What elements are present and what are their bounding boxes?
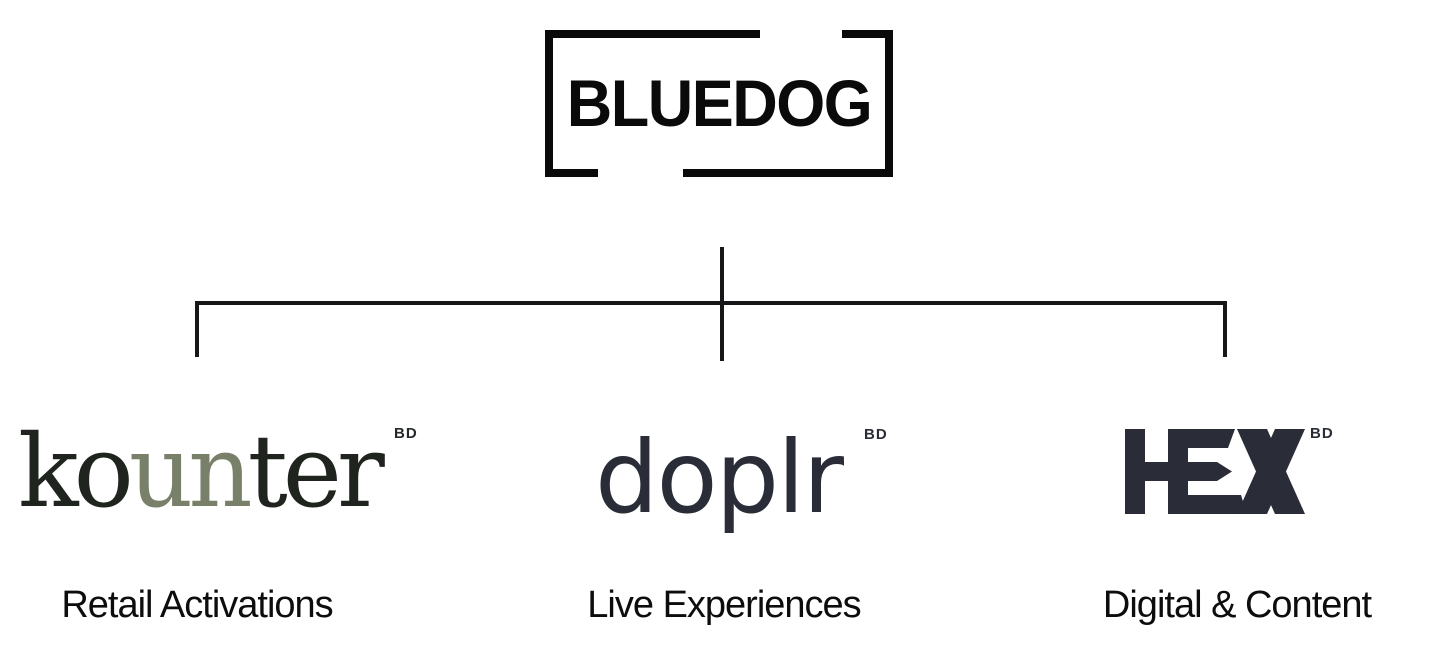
hex-logo xyxy=(1125,429,1305,514)
bluedog-logo-frame-icon xyxy=(545,30,893,177)
kounter-logo: kounter xyxy=(18,422,385,522)
doplr-logo: doplr xyxy=(595,419,844,536)
hex-category-label: Digital & Content xyxy=(1102,584,1372,626)
doplr-category-label: Live Experiences xyxy=(587,584,861,626)
bluedog-logo: BLUEDOG xyxy=(545,30,893,177)
doplr-bd-superscript: BD xyxy=(864,426,888,443)
kounter-logo-dark-suffix: ter xyxy=(247,413,385,530)
kounter-bd-superscript: BD xyxy=(394,425,418,442)
hex-bd-superscript: BD xyxy=(1310,425,1334,442)
kounter-category-label: Retail Activations xyxy=(61,584,333,626)
connector-right-branch xyxy=(1223,301,1227,357)
connector-left-branch xyxy=(195,301,199,357)
bluedog-logo-text: BLUEDOG xyxy=(566,67,873,140)
connector-crossbar xyxy=(195,301,1227,305)
kounter-logo-accent-letters: un xyxy=(128,413,253,530)
kounter-logo-dark-prefix: ko xyxy=(18,413,134,530)
